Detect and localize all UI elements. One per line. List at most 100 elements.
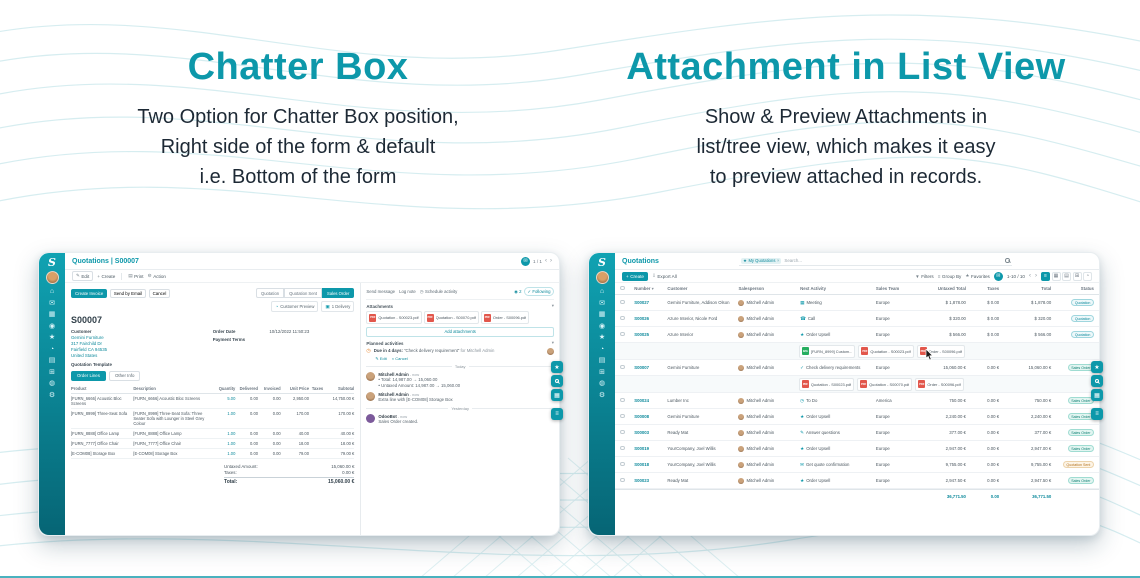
col-quantity[interactable]: Quantity <box>218 385 236 391</box>
settings-icon[interactable]: ⚙ <box>48 391 56 399</box>
row-number[interactable]: S00027 <box>634 300 650 305</box>
send-by-email-button[interactable]: Send by Email <box>109 288 147 298</box>
col-description[interactable]: Description <box>133 385 156 391</box>
row-next-activity[interactable]: ✉Get quote confirmation <box>800 462 876 468</box>
row-checkbox[interactable] <box>620 331 625 337</box>
calendar-icon[interactable]: ▦ <box>598 311 606 318</box>
edit-button[interactable]: ✎Edit <box>72 271 94 281</box>
calendar-icon[interactable]: ▦ <box>48 311 56 318</box>
row-next-activity[interactable]: ★Order Upsell <box>800 332 876 338</box>
contacts-icon[interactable]: ◉ <box>598 322 606 330</box>
home-icon[interactable]: ⌂ <box>49 288 55 295</box>
row-checkbox[interactable] <box>620 397 625 403</box>
row-checkbox[interactable] <box>620 413 625 419</box>
create-button[interactable]: +Create <box>622 271 648 281</box>
pivot-view-button[interactable]: ⊞ <box>1072 271 1082 281</box>
col-salesperson[interactable]: Salesperson <box>738 286 765 291</box>
row-number[interactable]: S00008 <box>634 414 650 419</box>
accounting-icon[interactable]: ⊞ <box>49 368 55 376</box>
row-next-activity[interactable]: ☎Call <box>800 316 876 322</box>
send-message-link[interactable]: Send message <box>366 288 396 294</box>
inventory-icon[interactable]: ▤ <box>598 357 606 364</box>
activity-edit-link[interactable]: ✎ Edit <box>375 356 387 361</box>
row-number[interactable]: S00023 <box>634 478 650 483</box>
search-icon[interactable] <box>1005 258 1010 263</box>
col-status[interactable]: Status <box>1080 286 1094 291</box>
row-checkbox[interactable] <box>620 461 625 467</box>
activity-cancel-link[interactable]: × Cancel <box>391 356 408 361</box>
row-next-activity[interactable]: ✎Answer questions <box>800 430 876 436</box>
contacts-icon[interactable]: ◉ <box>48 322 56 330</box>
calendar-view-button[interactable]: ▤ <box>1062 271 1071 281</box>
planned-activities-header[interactable]: Planned activities ▾ <box>366 340 554 346</box>
row-checkbox[interactable] <box>620 445 625 451</box>
col-customer[interactable]: Customer <box>667 286 688 291</box>
select-all-checkbox[interactable] <box>620 285 625 291</box>
sales-icon[interactable]: ◔ <box>599 345 605 353</box>
list-view-button[interactable]: ≡ <box>1041 271 1050 281</box>
cancel-button[interactable]: Cancel <box>148 288 171 298</box>
export-all-button[interactable]: ⇩Export All <box>651 273 677 279</box>
customer-name-link[interactable]: Gemini Furniture <box>71 335 104 340</box>
order-line-row[interactable]: [FURN_7777] Office Chair[FURN_7777] Offi… <box>71 439 355 449</box>
kanban-view-button[interactable]: ▦ <box>1051 271 1061 281</box>
attachment-chip[interactable]: IMG[FURN_8999] Custom... <box>798 344 856 358</box>
order-line-row[interactable]: [FURN_8888] Office Lamp[FURN_8888] Offic… <box>71 429 355 439</box>
settings-icon[interactable]: ⚙ <box>598 391 606 399</box>
star-icon[interactable]: ★ <box>1091 361 1103 373</box>
row-number[interactable]: S00025 <box>634 332 650 337</box>
website-icon[interactable]: ◍ <box>598 380 606 387</box>
delivery-button[interactable]: ▣1 Delivery <box>321 301 355 312</box>
stage-quotation[interactable]: Quotation <box>255 288 285 298</box>
col-untaxed-total[interactable]: Untaxed Total <box>937 286 966 291</box>
col-product[interactable]: Product <box>71 385 87 391</box>
breadcrumb[interactable]: Quotations <box>622 257 659 265</box>
grid-icon[interactable]: ▦ <box>1091 389 1103 401</box>
tab-other-info[interactable]: Other Info <box>108 370 141 381</box>
col-delivered[interactable]: Delivered <box>239 385 258 391</box>
inventory-icon[interactable]: ▤ <box>48 357 56 364</box>
envelope-icon[interactable]: ✉ <box>521 256 531 266</box>
row-checkbox[interactable] <box>620 429 625 435</box>
row-number[interactable]: S00007 <box>634 365 650 370</box>
row-checkbox[interactable] <box>620 364 625 370</box>
row-next-activity[interactable]: ✓Check delivery requirements <box>800 365 876 371</box>
discuss-icon[interactable]: ✉ <box>49 299 55 307</box>
favorites-button[interactable]: ★Favorites <box>965 273 990 279</box>
col-taxes[interactable]: Taxes <box>311 385 324 391</box>
row-next-activity[interactable]: ▦Meeting <box>800 300 876 306</box>
star-icon[interactable]: ★ <box>551 361 563 373</box>
print-button[interactable]: ▤Print <box>128 273 144 279</box>
row-number[interactable]: S00024 <box>634 398 650 403</box>
create-invoice-button[interactable]: Create Invoice <box>71 288 108 298</box>
followers-count[interactable]: ◉ 2 <box>514 288 522 294</box>
col-subtotal[interactable]: Subtotal <box>337 385 355 391</box>
col-taxes[interactable]: Taxes <box>987 286 1000 291</box>
filters-button[interactable]: ▼Filters <box>915 273 934 279</box>
col-total[interactable]: Total <box>1041 286 1052 291</box>
col-sales-team[interactable]: Sales Team <box>875 286 900 291</box>
menu-icon[interactable]: ≡ <box>1091 408 1103 420</box>
log-note-link[interactable]: Log note <box>399 288 416 294</box>
sales-icon[interactable]: ◔ <box>49 345 55 353</box>
activity-title[interactable]: “Check delivery requirement” <box>404 348 460 353</box>
row-next-activity[interactable]: ★Order Upsell <box>800 446 876 452</box>
crm-icon[interactable]: ★ <box>598 334 606 341</box>
row-next-activity[interactable]: ◷To Do <box>800 398 876 404</box>
graph-view-button[interactable]: ◔ <box>1083 271 1092 281</box>
envelope-icon[interactable]: ✉ <box>993 271 1003 281</box>
crm-icon[interactable]: ★ <box>48 334 56 341</box>
user-avatar[interactable] <box>45 271 59 284</box>
